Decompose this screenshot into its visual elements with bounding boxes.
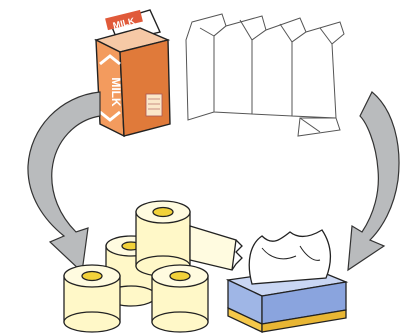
toilet-paper-roll-icon	[64, 201, 242, 332]
carton-logo: MILK	[109, 77, 123, 107]
curved-arrow-icon	[348, 92, 399, 270]
flattened-carton-icon	[186, 14, 344, 136]
milk-carton-icon: MILK MILK	[96, 10, 170, 136]
tissue-box-icon	[228, 230, 346, 332]
curved-arrow-icon	[28, 92, 100, 272]
